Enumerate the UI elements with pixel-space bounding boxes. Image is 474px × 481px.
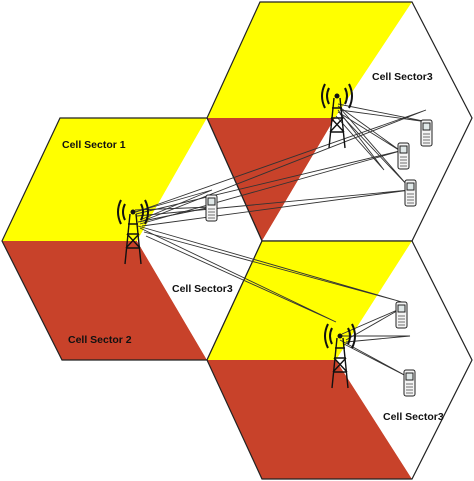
mobile-phone-icon [397, 142, 410, 170]
bottom-cell [206, 240, 473, 480]
bottom-cell-outline [206, 240, 473, 480]
label-bottom-cell-sector3: Cell Sector3 [383, 411, 444, 423]
radio-tower-icon [117, 199, 149, 265]
radio-tower-icon [321, 83, 353, 149]
radio-tower-icon [324, 323, 356, 389]
label-left-cell-sector2: Cell Sector 2 [68, 334, 132, 346]
top-cell-sector-2 [207, 118, 335, 241]
bottom-cell-sector-3 [336, 241, 472, 479]
left-cell-sector-2 [2, 241, 207, 360]
radio-link [135, 109, 427, 223]
left-cell-sector-1 [2, 118, 207, 241]
radio-link [342, 335, 411, 343]
label-left-cell-sector1: Cell Sector 1 [62, 139, 126, 151]
bottom-cell-sector-1 [207, 241, 412, 360]
top-cell-sector-1 [207, 2, 412, 118]
radio-link [335, 109, 385, 171]
phones [205, 119, 433, 397]
mobile-phone-icon [420, 119, 433, 147]
mobile-phone-icon [404, 179, 417, 207]
mobile-phone-icon [403, 369, 416, 397]
label-left-cell-sector3: Cell Sector3 [172, 283, 233, 295]
bottom-cell-sector-2 [207, 360, 412, 479]
radio-link [134, 189, 213, 221]
radio-link [139, 227, 337, 323]
mobile-phone-icon [205, 194, 218, 222]
top-cell [206, 1, 473, 242]
label-top-cell-sector3: Cell Sector3 [372, 71, 433, 83]
top-cell-sector-3 [262, 2, 472, 241]
mobile-phone-icon [395, 301, 408, 329]
